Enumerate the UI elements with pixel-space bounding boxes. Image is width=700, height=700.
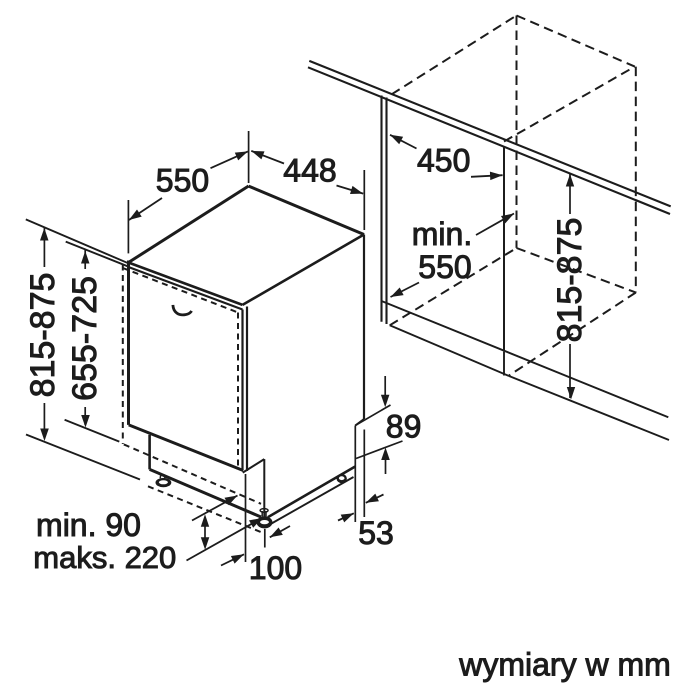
- svg-text:550: 550: [418, 249, 471, 285]
- svg-text:maks. 220: maks. 220: [33, 540, 176, 575]
- svg-text:min. 90: min. 90: [36, 507, 141, 543]
- svg-text:655-725: 655-725: [66, 276, 104, 401]
- svg-text:550: 550: [156, 163, 209, 199]
- svg-text:53: 53: [358, 515, 394, 551]
- svg-text:wymiary w mm: wymiary w mm: [458, 647, 671, 683]
- svg-text:815-875: 815-875: [551, 218, 589, 343]
- svg-text:100: 100: [249, 550, 302, 586]
- svg-text:89: 89: [386, 409, 422, 445]
- svg-text:448: 448: [283, 152, 336, 188]
- svg-text:815-875: 815-875: [24, 273, 62, 398]
- svg-text:450: 450: [417, 143, 470, 179]
- svg-text:min.: min.: [412, 216, 472, 252]
